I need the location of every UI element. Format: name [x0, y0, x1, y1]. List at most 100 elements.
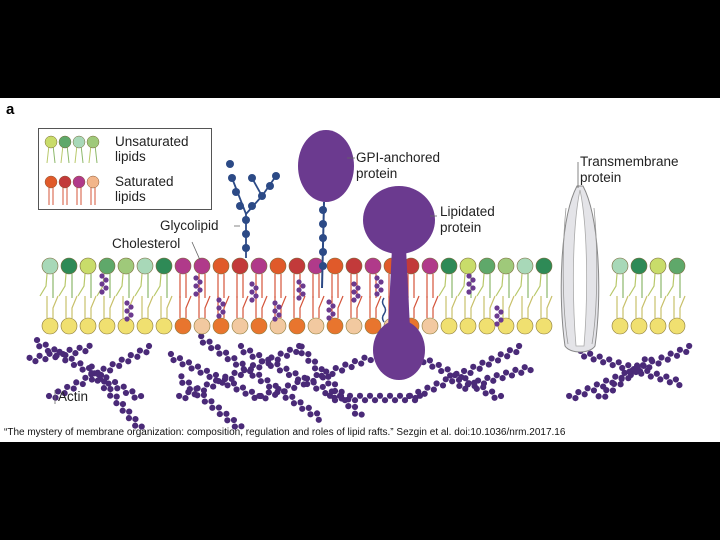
lipid-head-top [535, 257, 553, 275]
lipid-head-top [60, 257, 78, 275]
legend-box: Unsaturated lipids Saturated lipids [38, 128, 212, 210]
lipid-head-top [269, 257, 287, 275]
cholesterol [193, 275, 203, 297]
glycolipid [226, 160, 280, 258]
figure-caption: “The mystery of membrane organization: c… [4, 427, 566, 438]
lipid-head-top [212, 257, 230, 275]
lipid-head-top [98, 257, 116, 275]
cholesterol [124, 300, 134, 322]
lipid-head-bottom [478, 317, 496, 335]
actin-filament [456, 364, 534, 392]
sugar-bead [248, 174, 256, 182]
lipid-head-top [497, 257, 515, 275]
gpi-label-line2: protein [356, 166, 398, 181]
lipid-head-bottom [155, 317, 173, 335]
actin-filament [88, 363, 145, 430]
lipid-head-top [41, 257, 59, 275]
gpi-label-line1: GPI-anchored [356, 150, 441, 165]
cholesterol [326, 299, 336, 321]
lipid-heads [41, 257, 686, 335]
actin-label: Actin [58, 389, 89, 404]
lipid-head-top [288, 257, 306, 275]
lipid-head-bottom [630, 317, 648, 335]
lipid-head-bottom [41, 317, 59, 335]
gpi-anchored-protein [298, 130, 354, 289]
sugar-bead [242, 216, 250, 224]
lipid-head-top [117, 257, 135, 275]
actin-filament [256, 354, 374, 402]
legend-unsaturated-head [44, 135, 58, 149]
sugar-bead [319, 248, 327, 256]
lipid-head-bottom [345, 317, 363, 335]
lipid-head-bottom [364, 317, 382, 335]
lipid-head-top [174, 257, 192, 275]
actin-filament [178, 373, 245, 430]
sugar-bead [248, 202, 256, 210]
sugar-bead [226, 160, 234, 168]
sugar-bead [319, 220, 327, 228]
legend-saturated-line2: lipids [115, 189, 146, 204]
leader-lines [54, 157, 579, 404]
sugar-bead [236, 202, 244, 210]
sugar-bead [258, 192, 266, 200]
panel-label: a [6, 101, 15, 118]
lipid-head-top [516, 257, 534, 275]
lipid-head-top [668, 257, 686, 275]
actin-filament [298, 343, 365, 418]
lipid-head-bottom [193, 317, 211, 335]
lipid-head-top [630, 257, 648, 275]
lipid-head-bottom [212, 317, 230, 335]
cholesterol [374, 275, 384, 297]
lipid-head-top [250, 257, 268, 275]
lipid-head-top [79, 257, 97, 275]
cholesterol [249, 281, 259, 303]
legend-unsaturated-head [58, 135, 72, 149]
lipid-head-bottom [611, 317, 629, 335]
cholesterol [494, 305, 504, 327]
legend-saturated-head [72, 175, 86, 189]
sugar-bead [242, 244, 250, 252]
lipid-head-bottom [649, 317, 667, 335]
legend-saturated-head [86, 175, 100, 189]
sugar-bead [272, 172, 280, 180]
sugar-bead [242, 230, 250, 238]
lipid-head-bottom [250, 317, 268, 335]
lipidated-label-line1: Lipidated [440, 204, 495, 219]
sugar-bead [319, 262, 327, 270]
legend-saturated-head [44, 175, 58, 189]
transmembrane-label-line1: Transmembrane [580, 154, 679, 169]
actin-filament [595, 356, 655, 400]
membrane-diagram [26, 130, 693, 430]
sugar-bead [266, 182, 274, 190]
lipid-head-bottom [231, 317, 249, 335]
lipid-head-bottom [288, 317, 306, 335]
legend-unsaturated-head [72, 135, 86, 149]
legend-unsaturated-line1: Unsaturated [115, 134, 189, 149]
actin-filament [198, 333, 322, 423]
lipid-head-top [326, 257, 344, 275]
lipid-head-bottom [326, 317, 344, 335]
lipid-head-top [440, 257, 458, 275]
lipid-head-top [364, 257, 382, 275]
cholesterol [99, 273, 109, 295]
lipid-head-top [459, 257, 477, 275]
actin-filament [577, 347, 683, 389]
lipid-head-bottom [440, 317, 458, 335]
lipid-head-top [649, 257, 667, 275]
sugar-bead [232, 188, 240, 196]
cholesterol [351, 281, 361, 303]
actin-filaments [26, 333, 693, 430]
lipid-head-top [478, 257, 496, 275]
transmembrane-label-line2: protein [580, 170, 622, 185]
lipid-head-bottom [668, 317, 686, 335]
lipid-head-bottom [421, 317, 439, 335]
lipid-head-bottom [269, 317, 287, 335]
lipid-head-bottom [60, 317, 78, 335]
legend-saturated-head [58, 175, 72, 189]
cholesterol [216, 297, 226, 319]
lipid-head-bottom [516, 317, 534, 335]
transmembrane-protein [560, 185, 600, 353]
lipid-head-bottom [79, 317, 97, 335]
lipid-head-top [193, 257, 211, 275]
lipid-head-top [611, 257, 629, 275]
